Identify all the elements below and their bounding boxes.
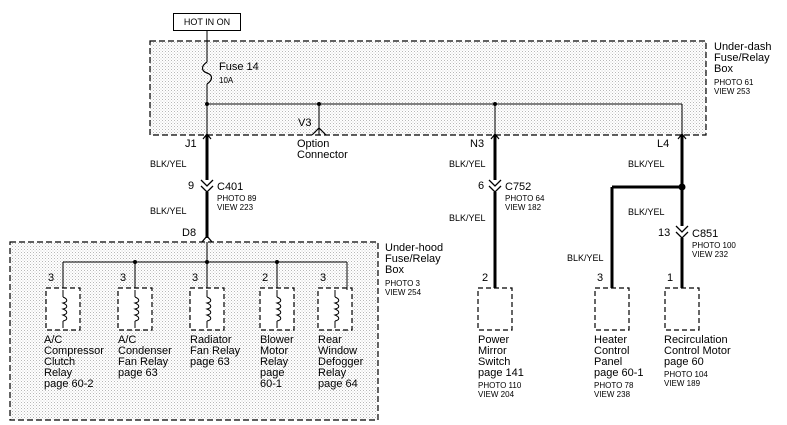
relay-pin: 3 <box>120 272 127 284</box>
terminal-n3: N3 <box>470 138 485 150</box>
hot-in-on-label: HOT IN ON <box>173 13 241 31</box>
c752-name: C752 <box>505 181 532 193</box>
heater-control-panel-label: Heater Control Panel page 60-1 <box>594 334 644 379</box>
terminal-d8: D8 <box>182 227 197 239</box>
c401-name: C401 <box>217 181 244 193</box>
wire-color-label: BLK/YEL <box>628 159 665 169</box>
c752-photo: PHOTO 64 <box>505 194 545 203</box>
recirc-pin: 1 <box>667 272 674 284</box>
underdash-view: VIEW 253 <box>714 87 751 96</box>
underhood-box-title: Under-hood Fuse/Relay Box <box>385 242 444 276</box>
relay-radiator-fan <box>189 287 225 331</box>
wire-color-label: BLK/YEL <box>150 159 187 169</box>
relay-pin: 3 <box>48 272 55 284</box>
relay-label-ac-condenser: A/C Condenser Fan Relay page 63 <box>118 334 172 379</box>
relay-label-ac-compressor: A/C Compressor Clutch Relay page 60-2 <box>44 334 104 390</box>
underdash-photo: PHOTO 61 <box>714 78 754 87</box>
fuse-symbol <box>201 61 213 85</box>
c401-view: VIEW 223 <box>217 203 254 212</box>
c851-name: C851 <box>692 228 719 240</box>
relay-ac-compressor-clutch <box>45 287 81 331</box>
underhood-photo: PHOTO 3 <box>385 279 420 288</box>
fuse-rating: 10A <box>219 76 234 85</box>
c851-photo: PHOTO 100 <box>692 241 736 250</box>
recirc-photo: PHOTO 104 <box>664 370 708 379</box>
wire-color-label: BLK/YEL <box>150 206 187 216</box>
relay-blower-motor <box>259 287 295 331</box>
underhood-view: VIEW 254 <box>385 288 422 297</box>
heater-photo: PHOTO 78 <box>594 381 634 390</box>
fuse-name: Fuse 14 <box>219 61 259 73</box>
recirculation-motor-label: Recirculation Control Motor page 60 <box>664 334 731 368</box>
power-mirror-switch-label: Power Mirror Switch page 141 <box>478 334 524 379</box>
c851-connector-symbol <box>675 225 689 239</box>
relay-ac-condenser-fan <box>117 287 153 331</box>
relay-rear-window-defogger <box>317 287 353 331</box>
relay-label-blower-motor: Blower Motor Relay page 60-1 <box>260 334 294 390</box>
heater-view: VIEW 238 <box>594 390 631 399</box>
recirculation-motor-box <box>664 287 700 331</box>
underdash-box-title: Under-dash Fuse/Relay Box <box>714 41 772 75</box>
relay-pin: 2 <box>262 272 269 284</box>
relay-pin: 3 <box>192 272 199 284</box>
c752-view: VIEW 182 <box>505 203 542 212</box>
wire-color-label: BLK/YEL <box>449 213 486 223</box>
mirror-photo: PHOTO 110 <box>478 381 522 390</box>
heater-control-panel-box <box>594 287 630 331</box>
power-mirror-switch-box <box>477 287 513 331</box>
c401-photo: PHOTO 89 <box>217 194 257 203</box>
wire-color-label: BLK/YEL <box>567 253 604 263</box>
c752-connector-symbol <box>488 179 502 193</box>
c851-pin: 13 <box>658 227 671 239</box>
recirc-view: VIEW 189 <box>664 379 701 388</box>
terminal-v3: V3 <box>298 117 312 129</box>
heater-pin: 3 <box>597 272 604 284</box>
underhood-box <box>9 241 379 421</box>
c401-connector-symbol <box>200 179 214 193</box>
relay-label-rear-defogger: Rear Window Defogger Relay page 64 <box>318 334 364 390</box>
wire-color-label: BLK/YEL <box>449 159 486 169</box>
underdash-box <box>149 40 707 136</box>
wire-color-label: BLK/YEL <box>628 207 665 217</box>
relay-pin: 3 <box>320 272 327 284</box>
c752-pin: 6 <box>478 180 485 192</box>
terminal-j1: J1 <box>185 138 197 150</box>
c851-view: VIEW 232 <box>692 250 729 259</box>
mirror-pin: 2 <box>482 272 489 284</box>
mirror-view: VIEW 204 <box>478 390 515 399</box>
c401-pin: 9 <box>188 180 195 192</box>
terminal-l4: L4 <box>657 138 670 150</box>
relay-label-radiator-fan: Radiator Fan Relay page 63 <box>190 334 241 368</box>
option-connector-label: Option Connector <box>297 138 348 161</box>
